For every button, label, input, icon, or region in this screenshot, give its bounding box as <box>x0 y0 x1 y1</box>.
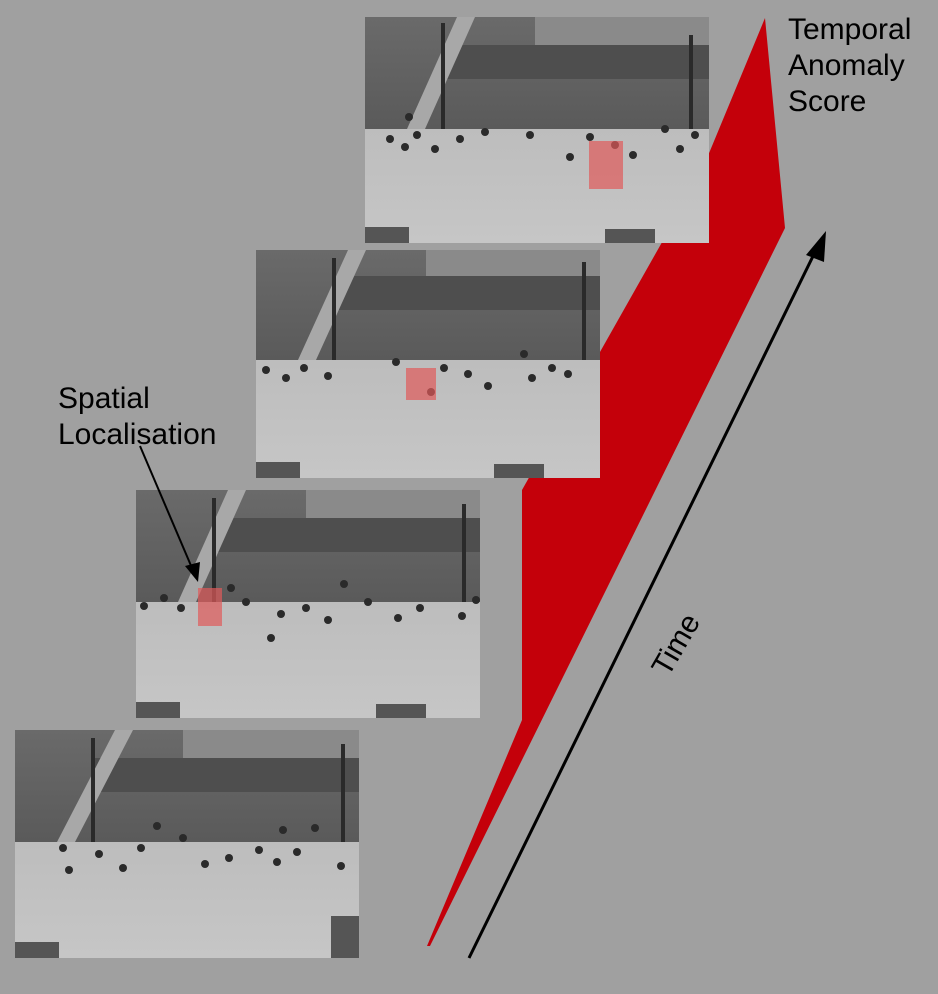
frame-3 <box>256 250 600 478</box>
anomaly-highlight-box <box>406 368 436 400</box>
temporal-label-line-3: Score <box>788 85 867 118</box>
time-arrow <box>467 231 826 959</box>
spatial-localisation-label: Spatial Localisation <box>58 381 216 453</box>
frame-4 <box>365 17 709 243</box>
temporal-anomaly-score-label: Temporal Anomaly Score <box>788 12 911 120</box>
spatial-localisation-arrow <box>139 445 200 582</box>
temporal-anomaly-score-area <box>427 18 785 946</box>
temporal-label-line-2: Anomaly <box>788 49 905 82</box>
spatial-label-line-2: Localisation <box>58 418 217 451</box>
anomaly-highlight-box <box>198 588 222 626</box>
temporal-label-line-1: Temporal <box>788 13 912 46</box>
frame-1 <box>15 730 359 958</box>
spatial-label-line-1: Spatial <box>58 382 150 415</box>
anomaly-highlight-box <box>589 141 623 189</box>
frame-2 <box>136 490 480 718</box>
